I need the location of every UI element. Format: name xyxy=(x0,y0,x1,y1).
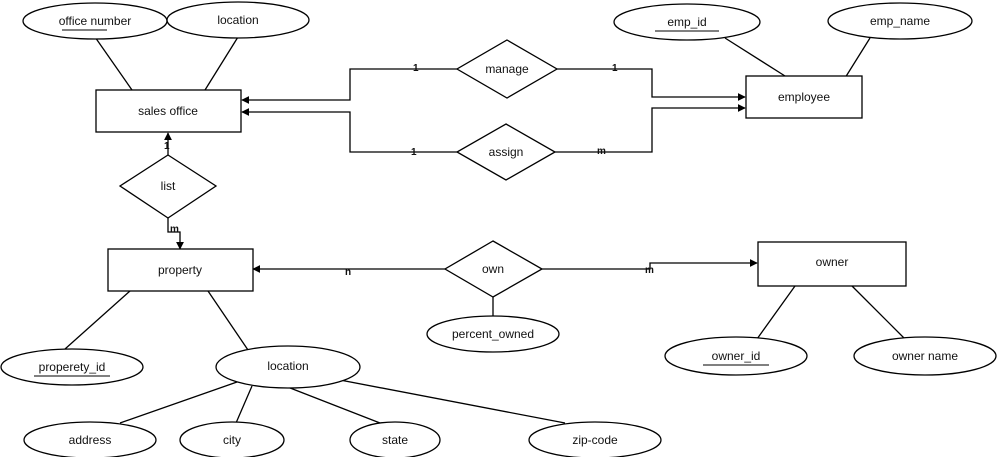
connector-property-id xyxy=(64,290,131,350)
attribute-zip-code[interactable]: zip-code xyxy=(528,421,662,457)
attribute-ellipse xyxy=(166,1,310,39)
attribute-so-location[interactable]: location xyxy=(166,1,310,39)
cardinality-assign-employee: m xyxy=(597,146,606,157)
cardinality-manage-office: 1 xyxy=(413,63,419,74)
attribute-office-number[interactable]: office number xyxy=(22,2,168,40)
attribute-ellipse xyxy=(426,315,560,353)
relationship-connectors xyxy=(164,68,758,273)
connector-own-owner xyxy=(542,259,758,270)
connector-owner-id xyxy=(756,285,796,340)
attribute-label: location xyxy=(267,359,308,373)
attribute-label: emp_id xyxy=(667,15,706,29)
attribute-label: office number xyxy=(59,14,132,28)
cardinality-assign-office: 1 xyxy=(411,147,417,158)
attribute-label: owner name xyxy=(892,349,958,363)
entity-box xyxy=(95,89,242,133)
relationship-list[interactable]: list xyxy=(118,154,218,219)
attribute-connectors xyxy=(64,36,906,424)
attribute-emp-name[interactable]: emp_name xyxy=(827,2,973,40)
entity-label: employee xyxy=(778,90,830,104)
cardinality-own-owner: m xyxy=(645,265,654,276)
connector-manage-employee xyxy=(557,68,746,101)
attribute-prop-location[interactable]: location xyxy=(215,345,361,389)
attribute-address[interactable]: address xyxy=(23,421,157,457)
relationship-assign[interactable]: assign xyxy=(455,123,557,181)
relationship-diamond xyxy=(443,240,544,298)
connector-city xyxy=(235,385,253,424)
attribute-label: state xyxy=(382,433,408,447)
attribute-city[interactable]: city xyxy=(179,421,285,457)
relationship-diamond xyxy=(455,39,559,99)
entity-property[interactable]: property xyxy=(107,248,254,292)
entity-box xyxy=(745,75,863,119)
attribute-label: properety_id xyxy=(39,360,106,374)
relationship-label: manage xyxy=(485,62,529,76)
connector-owner-name xyxy=(851,285,906,340)
entity-label: property xyxy=(158,263,202,277)
connector-assign-employee xyxy=(555,104,746,153)
relationship-label: assign xyxy=(489,145,524,159)
entity-employee[interactable]: employee xyxy=(745,75,863,119)
connector-assign-office xyxy=(241,108,457,153)
entity-box xyxy=(757,241,907,287)
connector-address xyxy=(119,381,238,424)
relationship-label: list xyxy=(161,179,176,193)
connector-manage-office xyxy=(241,68,457,104)
cardinality-list-property: m xyxy=(170,224,179,235)
connector-zip-code xyxy=(339,379,566,424)
attribute-owner-id[interactable]: owner_id xyxy=(664,336,808,376)
attribute-ellipse xyxy=(664,336,808,376)
attribute-ellipse xyxy=(613,3,761,41)
relationship-diamond xyxy=(455,123,557,181)
attribute-label: address xyxy=(69,433,112,447)
connector-office-number xyxy=(94,36,133,91)
connector-state xyxy=(284,385,381,424)
attribute-ellipse xyxy=(853,336,997,376)
connector-prop-location xyxy=(207,290,249,351)
connector-emp-id xyxy=(724,37,786,77)
attribute-owner-name[interactable]: owner name xyxy=(853,336,997,376)
attribute-ellipse xyxy=(179,421,285,457)
cardinality-manage-employee: 1 xyxy=(612,63,618,74)
attribute-label: location xyxy=(217,13,258,27)
attribute-label: owner_id xyxy=(712,349,761,363)
relationship-manage[interactable]: manage xyxy=(455,39,559,99)
cardinality-own-property: n xyxy=(345,267,351,278)
entity-label: sales office xyxy=(138,104,198,118)
connector-so-location xyxy=(204,36,239,91)
relationship-label: own xyxy=(482,262,504,276)
attribute-label: percent_owned xyxy=(452,327,534,341)
attribute-ellipse xyxy=(528,421,662,457)
connector-list-property xyxy=(167,218,184,250)
cardinality-labels: 1 1 1 m 1 m n m xyxy=(164,63,654,278)
entity-owner[interactable]: owner xyxy=(757,241,907,287)
relationship-own[interactable]: own xyxy=(443,240,544,298)
relationship-diamond xyxy=(118,154,218,219)
attribute-label: emp_name xyxy=(870,14,930,28)
connector-emp-name xyxy=(844,37,871,79)
attribute-percent-owned[interactable]: percent_owned xyxy=(426,315,560,353)
attribute-ellipse xyxy=(23,421,157,457)
entity-box xyxy=(107,248,254,292)
attribute-ellipse xyxy=(215,345,361,389)
attribute-state[interactable]: state xyxy=(349,421,441,457)
attribute-emp-id[interactable]: emp_id xyxy=(613,3,761,41)
entity-sales-office[interactable]: sales office xyxy=(95,89,242,133)
attribute-label: city xyxy=(223,433,241,447)
attribute-ellipse xyxy=(349,421,441,457)
attribute-property-id[interactable]: properety_id xyxy=(0,348,144,386)
entity-label: owner xyxy=(816,255,849,269)
cardinality-list-office: 1 xyxy=(164,141,170,152)
attribute-ellipse xyxy=(827,2,973,40)
attribute-label: zip-code xyxy=(572,433,618,447)
